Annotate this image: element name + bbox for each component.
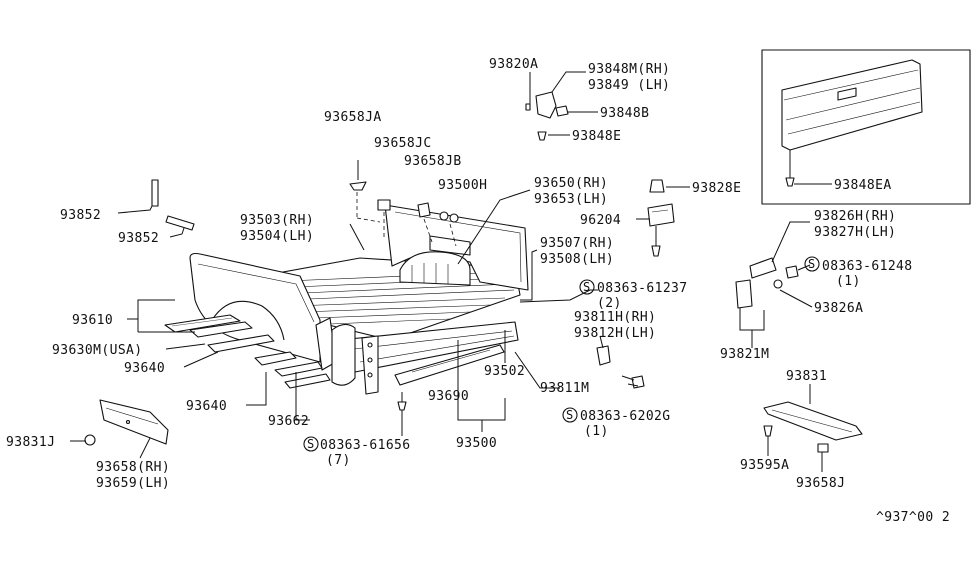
leader-lines <box>70 71 832 472</box>
label-93503: 93503(RH) <box>240 213 314 228</box>
label-08363-61248-qty: (1) <box>836 274 861 289</box>
label-93821M: 93821M <box>720 347 769 362</box>
label-93831: 93831 <box>786 369 827 384</box>
label-93848E: 93848E <box>572 129 621 144</box>
truck-bed-assembly <box>189 204 645 411</box>
tailgate-inset <box>761 49 971 205</box>
label-93848B: 93848B <box>600 106 649 121</box>
label-93811H: 93811H(RH) <box>574 310 656 325</box>
right-brackets <box>84 257 863 453</box>
svg-text:S: S <box>583 280 590 294</box>
label-93650: 93650(RH) <box>534 176 608 191</box>
label-93640-lower: 93640 <box>186 399 227 414</box>
label-08363-61656-qty: (7) <box>326 453 351 468</box>
footer-code: ^937^00 2 <box>876 510 950 525</box>
label-08363-61237-qty: (2) <box>597 296 622 311</box>
label-93690: 93690 <box>428 389 469 404</box>
label-93500H: 93500H <box>438 178 487 193</box>
label-96204: 96204 <box>580 213 621 228</box>
label-93831J: 93831J <box>6 435 55 450</box>
label-93595A: 93595A <box>740 458 789 473</box>
label-93658J: 93658J <box>796 476 845 491</box>
screw-markers: S S S S <box>303 256 820 452</box>
label-93630M: 93630M(USA) <box>52 343 143 358</box>
svg-text:S: S <box>808 257 815 271</box>
svg-text:S: S <box>566 408 573 422</box>
svg-text:S: S <box>307 437 314 451</box>
circled-s-icon: S <box>303 436 319 452</box>
label-93658-rh: 93658(RH) <box>96 460 170 475</box>
label-93852-lower: 93852 <box>118 231 159 246</box>
label-93662: 93662 <box>268 414 309 429</box>
circled-s-icon: S <box>579 279 595 295</box>
circled-s-icon: S <box>562 407 578 423</box>
label-93811M: 93811M <box>540 381 589 396</box>
label-93502: 93502 <box>484 364 525 379</box>
label-93848EA: 93848EA <box>834 178 892 193</box>
part-labels: 93820A 93848M(RH) 93849 (LH) 93848B 9384… <box>6 57 950 525</box>
upper-small-parts <box>151 91 675 257</box>
label-93828E: 93828E <box>692 181 741 196</box>
label-93826H: 93826H(RH) <box>814 209 896 224</box>
label-93659-lh: 93659(LH) <box>96 476 170 491</box>
label-93658JB: 93658JB <box>404 154 462 169</box>
label-08363-61237: 08363-61237 <box>597 281 688 296</box>
label-08363-61656: 08363-61656 <box>320 438 411 453</box>
label-93852-upper: 93852 <box>60 208 101 223</box>
circled-s-icon: S <box>804 256 820 272</box>
label-93849: 93849 (LH) <box>588 78 670 93</box>
label-93504: 93504(LH) <box>240 229 314 244</box>
label-93848M: 93848M(RH) <box>588 62 670 77</box>
label-93812H: 93812H(LH) <box>574 326 656 341</box>
label-93508: 93508(LH) <box>540 252 614 267</box>
label-93827H: 93827H(LH) <box>814 225 896 240</box>
label-93653: 93653(LH) <box>534 192 608 207</box>
label-93610: 93610 <box>72 313 113 328</box>
label-93658JA: 93658JA <box>324 110 382 125</box>
label-08363-6202G-qty: (1) <box>584 424 609 439</box>
label-08363-6202G: 08363-6202G <box>580 409 671 424</box>
label-93658JC: 93658JC <box>374 136 432 151</box>
label-93507: 93507(RH) <box>540 236 614 251</box>
label-93820A: 93820A <box>489 57 538 72</box>
label-93500: 93500 <box>456 436 497 451</box>
label-93640-upper: 93640 <box>124 361 165 376</box>
label-08363-61248: 08363-61248 <box>822 259 913 274</box>
label-93826A: 93826A <box>814 301 863 316</box>
